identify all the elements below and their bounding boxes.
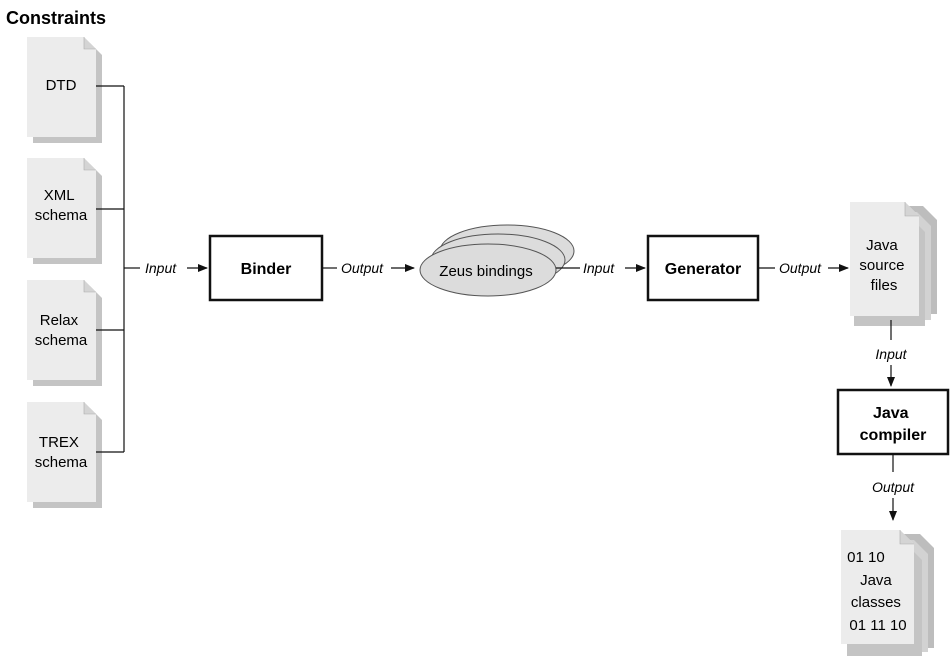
- generator-label: Generator: [665, 261, 741, 278]
- flow-label-input-3: Input: [875, 346, 907, 362]
- java-classes-stack: 01 10 Java classes 01 11 10: [841, 530, 934, 656]
- input-doc-relax-schema: Relax schema: [27, 280, 102, 386]
- zeus-bindings-stack: Zeus bindings: [419, 224, 575, 297]
- java-source-files-stack: Java source files: [850, 202, 937, 326]
- flow-label-output-1: Output: [341, 260, 384, 276]
- java-compiler-label: Java compiler: [860, 405, 927, 444]
- java-classes-label: 01 10 Java classes 01 11 10: [847, 549, 907, 634]
- flow-label-output-3: Output: [872, 479, 915, 495]
- zeus-bindings-label: Zeus bindings: [439, 263, 532, 280]
- java-source-files-label: Java source files: [859, 237, 908, 294]
- generator-box: Generator: [646, 234, 760, 302]
- doc-label-trex-schema: TREX schema: [35, 434, 88, 471]
- flow-label-output-2: Output: [779, 260, 822, 276]
- constraints-title: Constraints: [6, 8, 106, 28]
- doc-label-relax-schema: Relax schema: [35, 312, 88, 349]
- doc-label-dtd: DTD: [46, 77, 77, 94]
- input-doc-xml-schema: XML schema: [27, 158, 102, 264]
- input-doc-dtd: DTD: [27, 37, 102, 143]
- flow-label-input-1: Input: [145, 260, 177, 276]
- java-compiler-box: Java compiler: [836, 388, 950, 456]
- binder-box: Binder: [208, 234, 324, 302]
- docs-bracket: [96, 85, 140, 453]
- binder-label: Binder: [241, 261, 292, 278]
- input-doc-trex-schema: TREX schema: [27, 402, 102, 508]
- doc-label-xml-schema: XML schema: [35, 187, 88, 224]
- flow-label-input-2: Input: [583, 260, 615, 276]
